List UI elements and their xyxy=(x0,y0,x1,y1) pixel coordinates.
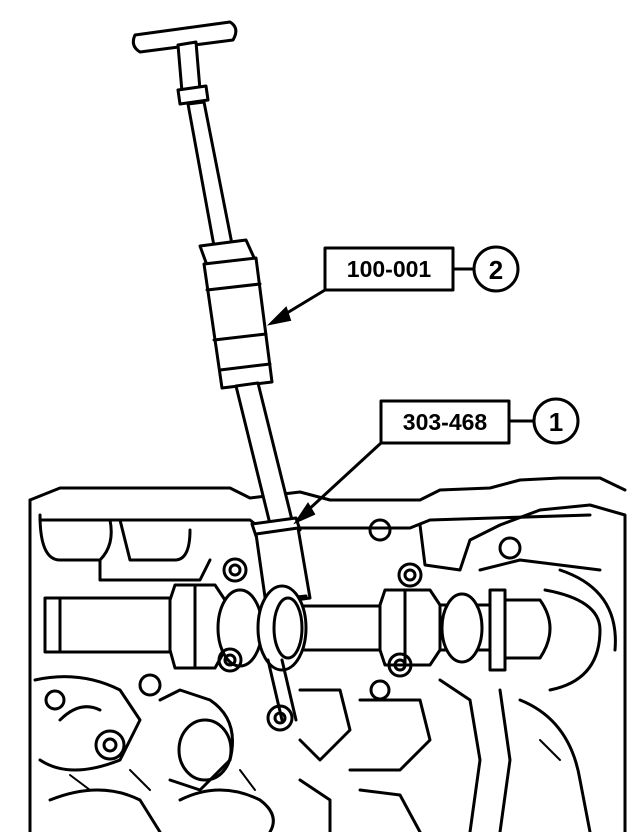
item-number-2: 2 xyxy=(489,255,503,285)
item-circle-2 xyxy=(472,245,520,293)
upper-rod xyxy=(186,100,234,248)
slide-weight-body xyxy=(202,256,274,390)
callout-2: 100-001 2 xyxy=(266,245,520,326)
t-handle-stem xyxy=(176,40,202,94)
lower-rod xyxy=(234,381,294,526)
leader-arrow-1 xyxy=(293,502,316,525)
callout-1: 303-468 1 xyxy=(293,397,580,525)
part-number-box-2 xyxy=(323,246,455,292)
leader-line-1 xyxy=(304,441,383,514)
part-number-label-2: 100-001 xyxy=(347,256,432,282)
adapter-body xyxy=(254,526,312,606)
item-circle-1 xyxy=(532,397,580,445)
handle-collar xyxy=(176,84,210,106)
leader-arrow-2 xyxy=(266,306,292,326)
leader-line-2 xyxy=(280,288,327,318)
slide-hammer-tool xyxy=(131,20,312,722)
camshaft-seal xyxy=(256,584,308,672)
item-number-1: 1 xyxy=(549,407,563,437)
part-number-label-1: 303-468 xyxy=(403,409,488,435)
t-handle-crossbar xyxy=(131,20,238,54)
engine-block xyxy=(28,476,627,832)
